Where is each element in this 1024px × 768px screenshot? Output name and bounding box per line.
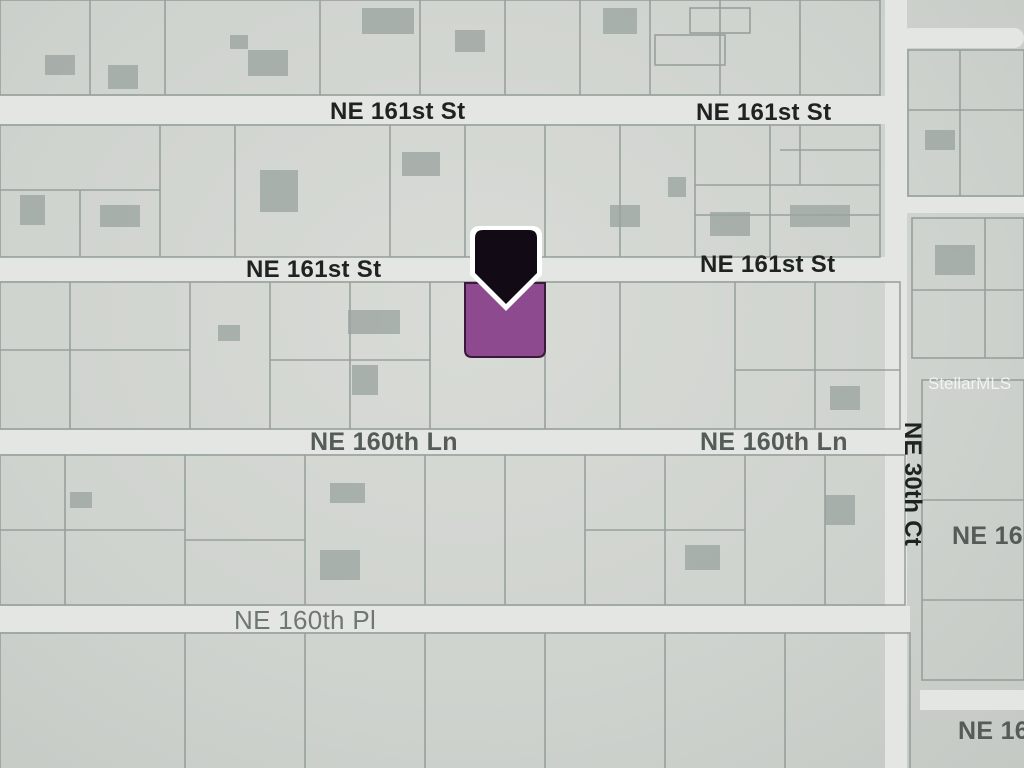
street-label-ne-16-partial: NE 16 — [958, 717, 1024, 745]
street-label-ne-160th-ln: NE 160th Ln — [700, 428, 848, 456]
buildings — [20, 8, 975, 580]
road-right-bottom — [920, 690, 1024, 710]
street-label-ne-30th-ct: NE 30th Ct — [899, 421, 927, 547]
road-ne-160th-pl — [0, 606, 910, 632]
street-label-ne-16-partial: NE 16 — [952, 522, 1023, 550]
street-label-ne-161st-st: NE 161st St — [246, 256, 382, 283]
road-ne-161st-st-lower — [0, 257, 905, 281]
street-label-ne-161st-st: NE 161st St — [330, 98, 466, 125]
road-ne-160th-ln — [0, 430, 900, 454]
street-label-ne-161st-st: NE 161st St — [700, 251, 836, 278]
road-ne-30th-ct — [885, 0, 907, 768]
road-right-top — [905, 197, 1024, 213]
watermark: StellarMLS — [928, 374, 1012, 393]
road-ne-161st-st-upper — [0, 96, 900, 124]
street-label-ne-160th-pl: NE 160th Pl — [234, 605, 377, 635]
street-label-ne-161st-st: NE 161st St — [696, 99, 832, 126]
street-label-ne-160th-ln: NE 160th Ln — [310, 428, 458, 456]
road-cul-de-sac — [900, 28, 1024, 48]
